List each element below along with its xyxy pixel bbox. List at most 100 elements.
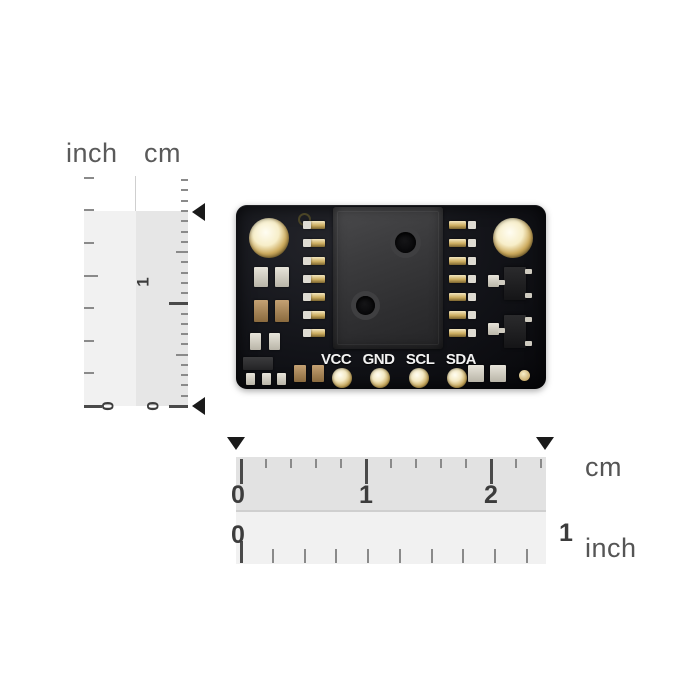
horizontal-cm-tick	[415, 459, 417, 468]
sot23-transistor	[498, 315, 532, 348]
vertical-inch-tick	[84, 274, 98, 277]
vertical-cm-tick	[181, 312, 188, 315]
solder-pad	[303, 329, 311, 337]
solder-pad	[303, 275, 311, 283]
vertical-cm-tick	[181, 230, 188, 233]
horizontal-cm-tick	[390, 459, 392, 468]
smd-capacitor	[275, 267, 289, 287]
mounting-hole-right	[493, 218, 533, 258]
horizontal-cm-tick	[315, 459, 317, 468]
vertical-cm-tick	[181, 322, 188, 325]
horizontal-cm-label-1: 1	[359, 481, 373, 509]
castellated-pin	[449, 329, 466, 337]
horizontal-cm-tick	[540, 459, 542, 468]
pad-row-left	[303, 221, 311, 347]
vertical-cm-tick	[181, 210, 188, 212]
solder-pad	[303, 221, 311, 229]
triangle-down-icon-left	[227, 437, 245, 450]
silkscreen-label-scl: SCL	[405, 351, 435, 368]
horizontal-inch-tick	[271, 549, 274, 563]
solder-pad	[468, 275, 476, 283]
smd-resistor	[490, 365, 506, 382]
smd-pad	[277, 373, 286, 385]
through-hole-pad-sda	[446, 368, 467, 388]
horizontal-inch-tick	[462, 549, 465, 563]
sot23-transistor	[498, 267, 532, 300]
castellated-pin	[449, 275, 466, 283]
vertical-cm-band	[136, 211, 188, 406]
vertical-inch-tick	[84, 405, 102, 408]
through-hole-pad-row	[332, 368, 467, 388]
horizontal-inch-tick	[430, 549, 433, 563]
horizontal-cm-tick	[490, 459, 493, 484]
castellated-pin	[449, 293, 466, 301]
horizontal-cm-tick	[240, 459, 243, 484]
vertical-cm-tick	[181, 281, 188, 284]
castellated-pin	[308, 311, 325, 319]
vertical-cm-tick	[181, 220, 188, 223]
test-point-pad	[519, 370, 530, 381]
horizontal-inch-tick	[367, 549, 369, 563]
vertical-inch-tick	[84, 307, 94, 310]
smd-resistor	[269, 333, 280, 350]
vertical-cm-tick	[181, 374, 188, 377]
solder-pad	[468, 221, 476, 229]
solder-pad	[303, 293, 311, 301]
silkscreen-label-vcc: VCC	[321, 351, 352, 368]
solder-pad	[468, 239, 476, 247]
horizontal-inch-label-0: 0	[231, 521, 245, 549]
triangle-left-icon-bottom	[192, 397, 205, 415]
vertical-cm-tick	[169, 302, 188, 306]
vertical-cm-tick	[181, 199, 188, 202]
solder-pad	[468, 257, 476, 265]
solder-pad	[303, 311, 311, 319]
castellated-pin	[449, 239, 466, 247]
vertical-cm-tick	[181, 384, 188, 387]
pressure-sensor-module	[333, 207, 443, 349]
castellated-pin	[449, 221, 466, 229]
solder-pad	[303, 239, 311, 247]
horizontal-inch-label-1: 1	[559, 519, 573, 547]
vertical-inch-tick	[84, 372, 94, 375]
horizontal-inch-band	[236, 512, 546, 564]
silkscreen-label-gnd: GND	[362, 351, 395, 368]
horizontal-cm-tick	[365, 459, 368, 484]
pin-row-right	[449, 221, 466, 347]
smd-resistor	[312, 365, 324, 382]
horizontal-inch-tick	[303, 549, 306, 563]
smd-pad	[262, 373, 271, 385]
vertical-cm-tick	[181, 179, 188, 182]
sensor-port-bottom	[356, 296, 375, 315]
horizontal-inch-tick	[525, 549, 528, 563]
vertical-cm-unit-label: cm	[144, 138, 181, 168]
triangle-down-icon-right	[536, 437, 554, 450]
smd-resistor	[468, 365, 484, 382]
horizontal-cm-label-0: 0	[231, 481, 245, 509]
vertical-cm-tick	[181, 271, 188, 274]
vertical-cm-tick	[176, 353, 188, 356]
vertical-cm-tick	[181, 333, 188, 336]
vertical-inch-tick	[84, 176, 94, 179]
silkscreen-pin-labels: VCC GND SCL SDA	[321, 351, 477, 368]
vertical-cm-label-1: 1	[133, 277, 153, 287]
horizontal-cm-tick	[515, 459, 517, 468]
castellated-pin	[308, 239, 325, 247]
smd-pad	[488, 323, 499, 335]
horizontal-inch-tick	[494, 549, 496, 563]
sensor-port-top	[395, 232, 416, 253]
horizontal-inch-tick	[335, 549, 338, 563]
solder-pad	[468, 293, 476, 301]
vertical-inch-tick	[84, 209, 94, 212]
horizontal-cm-tick	[290, 459, 292, 468]
castellated-pin	[308, 329, 325, 337]
vertical-cm-tick	[181, 240, 188, 243]
vertical-cm-tick	[181, 343, 188, 346]
smd-resistor	[294, 365, 306, 382]
vertical-inch-tick	[84, 242, 94, 245]
smd-ic	[243, 357, 273, 370]
vertical-inch-tick	[84, 339, 94, 342]
smd-resistor	[250, 333, 261, 350]
triangle-left-icon-top	[192, 203, 205, 221]
